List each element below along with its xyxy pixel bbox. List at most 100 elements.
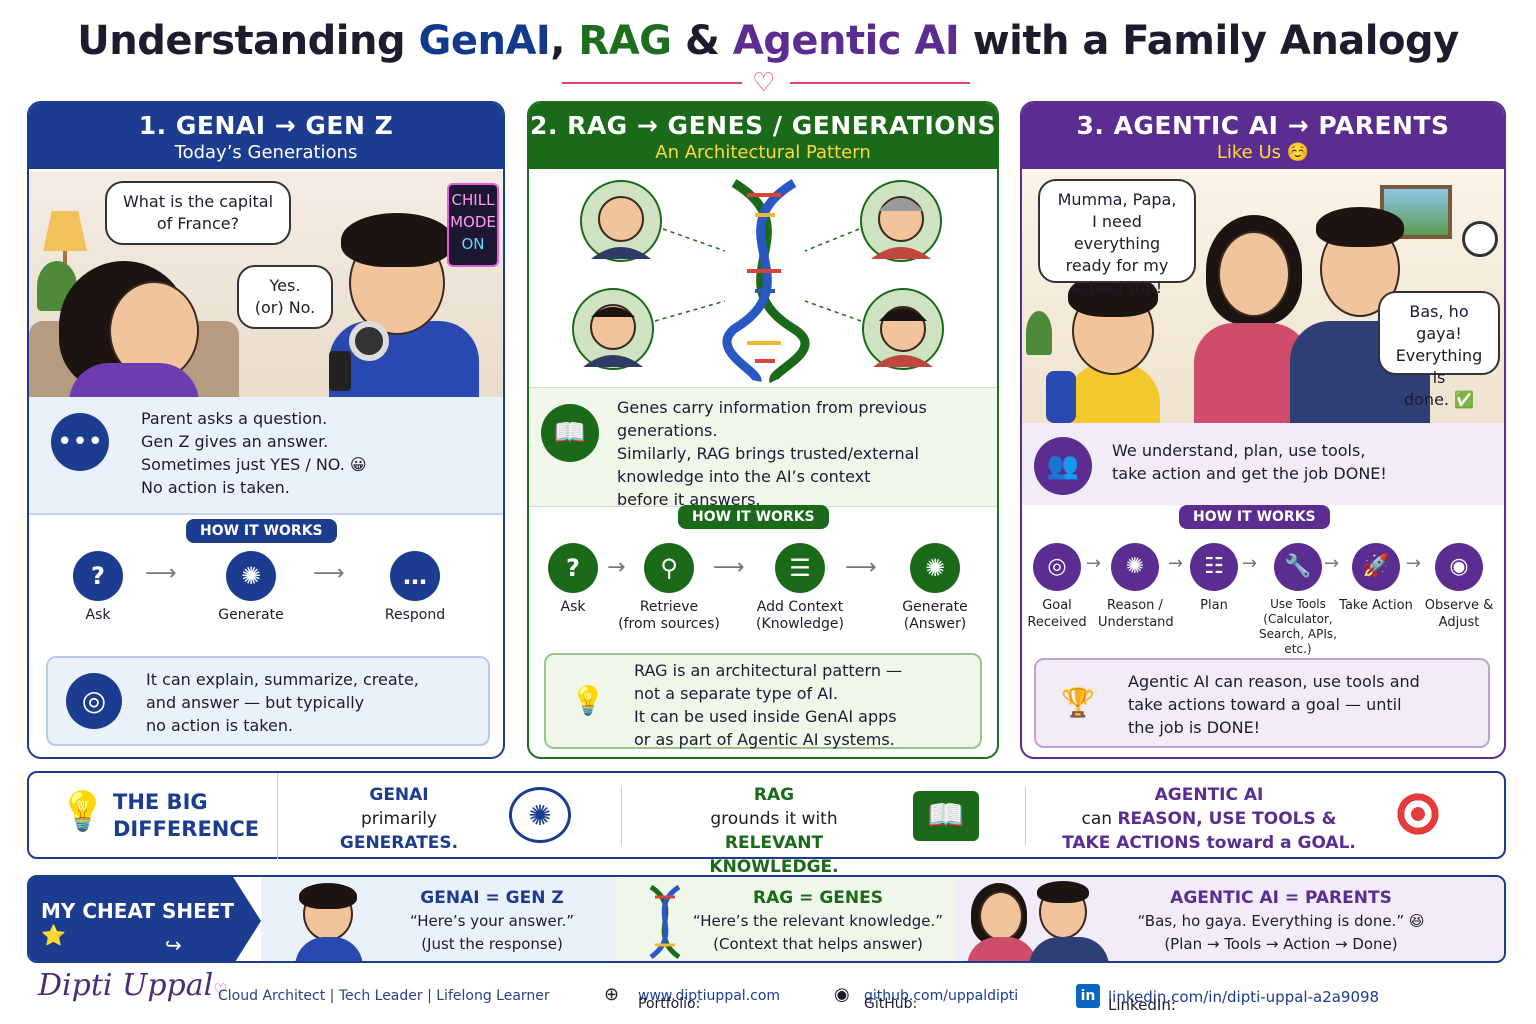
rag-header: 2. RAG → GENES / GENERATIONS An Architec… (529, 103, 997, 169)
database-icon: ☰ (775, 543, 825, 593)
info-line: Parent asks a question. (141, 409, 328, 428)
genai-how-it-works: HOW IT WORKS (186, 519, 337, 543)
divider (277, 773, 278, 859)
parent-figure (39, 251, 209, 403)
genz-avatar (289, 883, 369, 961)
parent-bubble: Bas, ho gaya! Everything is done. ✅ (1378, 291, 1500, 409)
cheat-genai-sub: (Just the response) (421, 935, 563, 953)
note-line: RAG is an architectural pattern — (634, 661, 903, 680)
portfolio-label: Portfolio: (638, 996, 701, 1012)
agentic-note: 🏆 Agentic AI can reason, use tools and t… (1034, 658, 1490, 748)
sign-line-3: ON (461, 235, 485, 253)
title-rag: RAG (578, 18, 672, 64)
agentic-scene: Mumma, Papa, I need everything ready for… (1022, 171, 1504, 425)
note-line: It can be used inside GenAI apps (634, 707, 897, 726)
cheat-genai: GENAI = GEN Z “Here’s your answer.” (Jus… (261, 877, 615, 961)
step-label: Retrieve (639, 599, 699, 615)
step-label: Goal (1042, 598, 1072, 613)
info-line: No action is taken. (141, 478, 290, 497)
curved-arrow-icon: ↪ (165, 933, 182, 957)
rag-heading: 2. RAG → GENES / GENERATIONS (529, 111, 996, 140)
sign-line-1: CHILL (451, 191, 495, 209)
answer-bubble: Yes. (or) No. (237, 265, 333, 329)
step-use-tools: 🔧 Use Tools (Calculator, Search, APIs, e… (1256, 543, 1340, 657)
note-line: It can explain, summarize, create, (146, 670, 419, 689)
diff-genai-title: GENAI (369, 785, 429, 805)
kid-bubble: Mumma, Papa, I need everything ready for… (1038, 179, 1196, 297)
kid-figure (1046, 267, 1166, 425)
divider (621, 787, 622, 845)
step-label: Respond (384, 607, 446, 623)
portfolio-link[interactable]: www.diptiuppal.com (638, 988, 781, 1004)
clipboard-icon: ☷ (1190, 543, 1238, 591)
plant-icon (1026, 311, 1052, 355)
github-label: GitHub: (864, 996, 918, 1012)
arrow-icon: ⟶ (145, 561, 177, 586)
rag-subheading: An Architectural Pattern (655, 142, 871, 163)
info-line: knowledge into the AI’s context (617, 467, 871, 486)
divider (1025, 787, 1026, 845)
genai-heading: 1. GENAI → GEN Z (138, 111, 394, 140)
title-rule-right (790, 82, 970, 84)
headphones-icon (349, 321, 389, 361)
father-shirt (1029, 937, 1109, 961)
dna-links (654, 228, 862, 322)
cheat-genai-title: GENAI = GEN Z (420, 888, 564, 908)
agentic-note-text: Agentic AI can reason, use tools and tak… (1128, 670, 1420, 739)
agentic-panel: 3. AGENTIC AI → PARENTS Like Us ☺️ Mumma… (1020, 101, 1506, 759)
title-genai: GenAI (418, 18, 551, 64)
step-ask: ? Ask (71, 551, 125, 624)
step-sub: Search, APIs, (1259, 627, 1337, 641)
info-line: Genes carry information from previous ge… (617, 398, 927, 440)
info-line: Sometimes just YES / NO. 😀 (141, 455, 367, 474)
diff-genai-line: primarily (361, 809, 437, 829)
cheat-agentic-quote: “Bas, ho gaya. Everything is done.” 😆 (1137, 912, 1425, 930)
cheat-agentic-title: AGENTIC AI = PARENTS (1170, 888, 1392, 908)
label-line: DIFFERENCE (113, 817, 260, 841)
info-line: Similarly, RAG brings trusted/external (617, 444, 919, 463)
mother-face (979, 891, 1023, 941)
wrench-icon: 🔧 (1274, 543, 1322, 591)
step-retrieve: ⚲ Retrieve (from sources) (617, 543, 721, 633)
trophy-icon: 🏆 (1060, 686, 1096, 719)
step-label: Observe & (1424, 598, 1494, 613)
step-ask: ? Ask (545, 543, 601, 616)
cheat-genai-quote: “Here’s your answer.” (409, 912, 575, 930)
note-line: the job is DONE! (1128, 718, 1261, 737)
cheat-rag-sub: (Context that helps answer) (713, 935, 923, 953)
footer-github: GitHub: github.com/uppaldipti (864, 988, 1019, 1012)
cheat-sheet-title: MY CHEAT SHEET ⭐ (41, 899, 235, 947)
note-line: no action is taken. (146, 716, 294, 735)
title-agentic: Agentic AI (732, 18, 960, 64)
arrow-icon: ⟶ (845, 555, 877, 580)
cheat-rag-title: RAG = GENES (753, 888, 883, 908)
step-plan: ☷ Plan (1186, 543, 1242, 614)
heart-icon: ♡ (213, 980, 228, 999)
github-icon: ◉ (834, 984, 850, 1005)
diff-agentic-title: AGENTIC AI (1154, 785, 1264, 805)
kid-line: I need everything (1073, 212, 1161, 253)
dna-helix-icon (649, 884, 681, 960)
step-label: Reason / (1107, 598, 1163, 613)
genai-note-text: It can explain, summarize, create, and a… (146, 668, 419, 737)
answer-line-2: (or) No. (254, 298, 316, 317)
dna-illustration (572, 179, 944, 383)
eye-icon: ◉ (1435, 543, 1483, 591)
parents-avatar (967, 881, 1117, 961)
signature-text: Dipti Uppal (38, 968, 214, 1003)
rag-note: 💡 RAG is an architectural pattern — not … (544, 653, 982, 749)
father-hair (1037, 881, 1089, 903)
linkedin-icon: in (1076, 984, 1100, 1008)
agentic-subheading: Like Us ☺️ (1216, 142, 1310, 163)
book-icon: 📖 (913, 791, 979, 841)
linkedin-link[interactable]: linkedin.com/in/dipti-uppal-a2a9098 (1108, 988, 1380, 1006)
github-link[interactable]: github.com/uppaldipti (864, 988, 1019, 1004)
genai-note: ◎ It can explain, summarize, create, and… (46, 656, 490, 746)
rag-note-text: RAG is an architectural pattern — not a … (634, 659, 902, 751)
genai-subheading: Today’s Generations (174, 142, 358, 163)
diff-rag: RAG grounds it with RELEVANT KNOWLEDGE. (659, 783, 889, 879)
rag-scene (529, 171, 997, 397)
cheat-sheet-bar: MY CHEAT SHEET ⭐ ↪ GENAI = GEN Z “Here’s… (27, 875, 1506, 963)
step-label: Add Context (756, 599, 844, 615)
arrow-icon: ⟶ (713, 555, 745, 580)
